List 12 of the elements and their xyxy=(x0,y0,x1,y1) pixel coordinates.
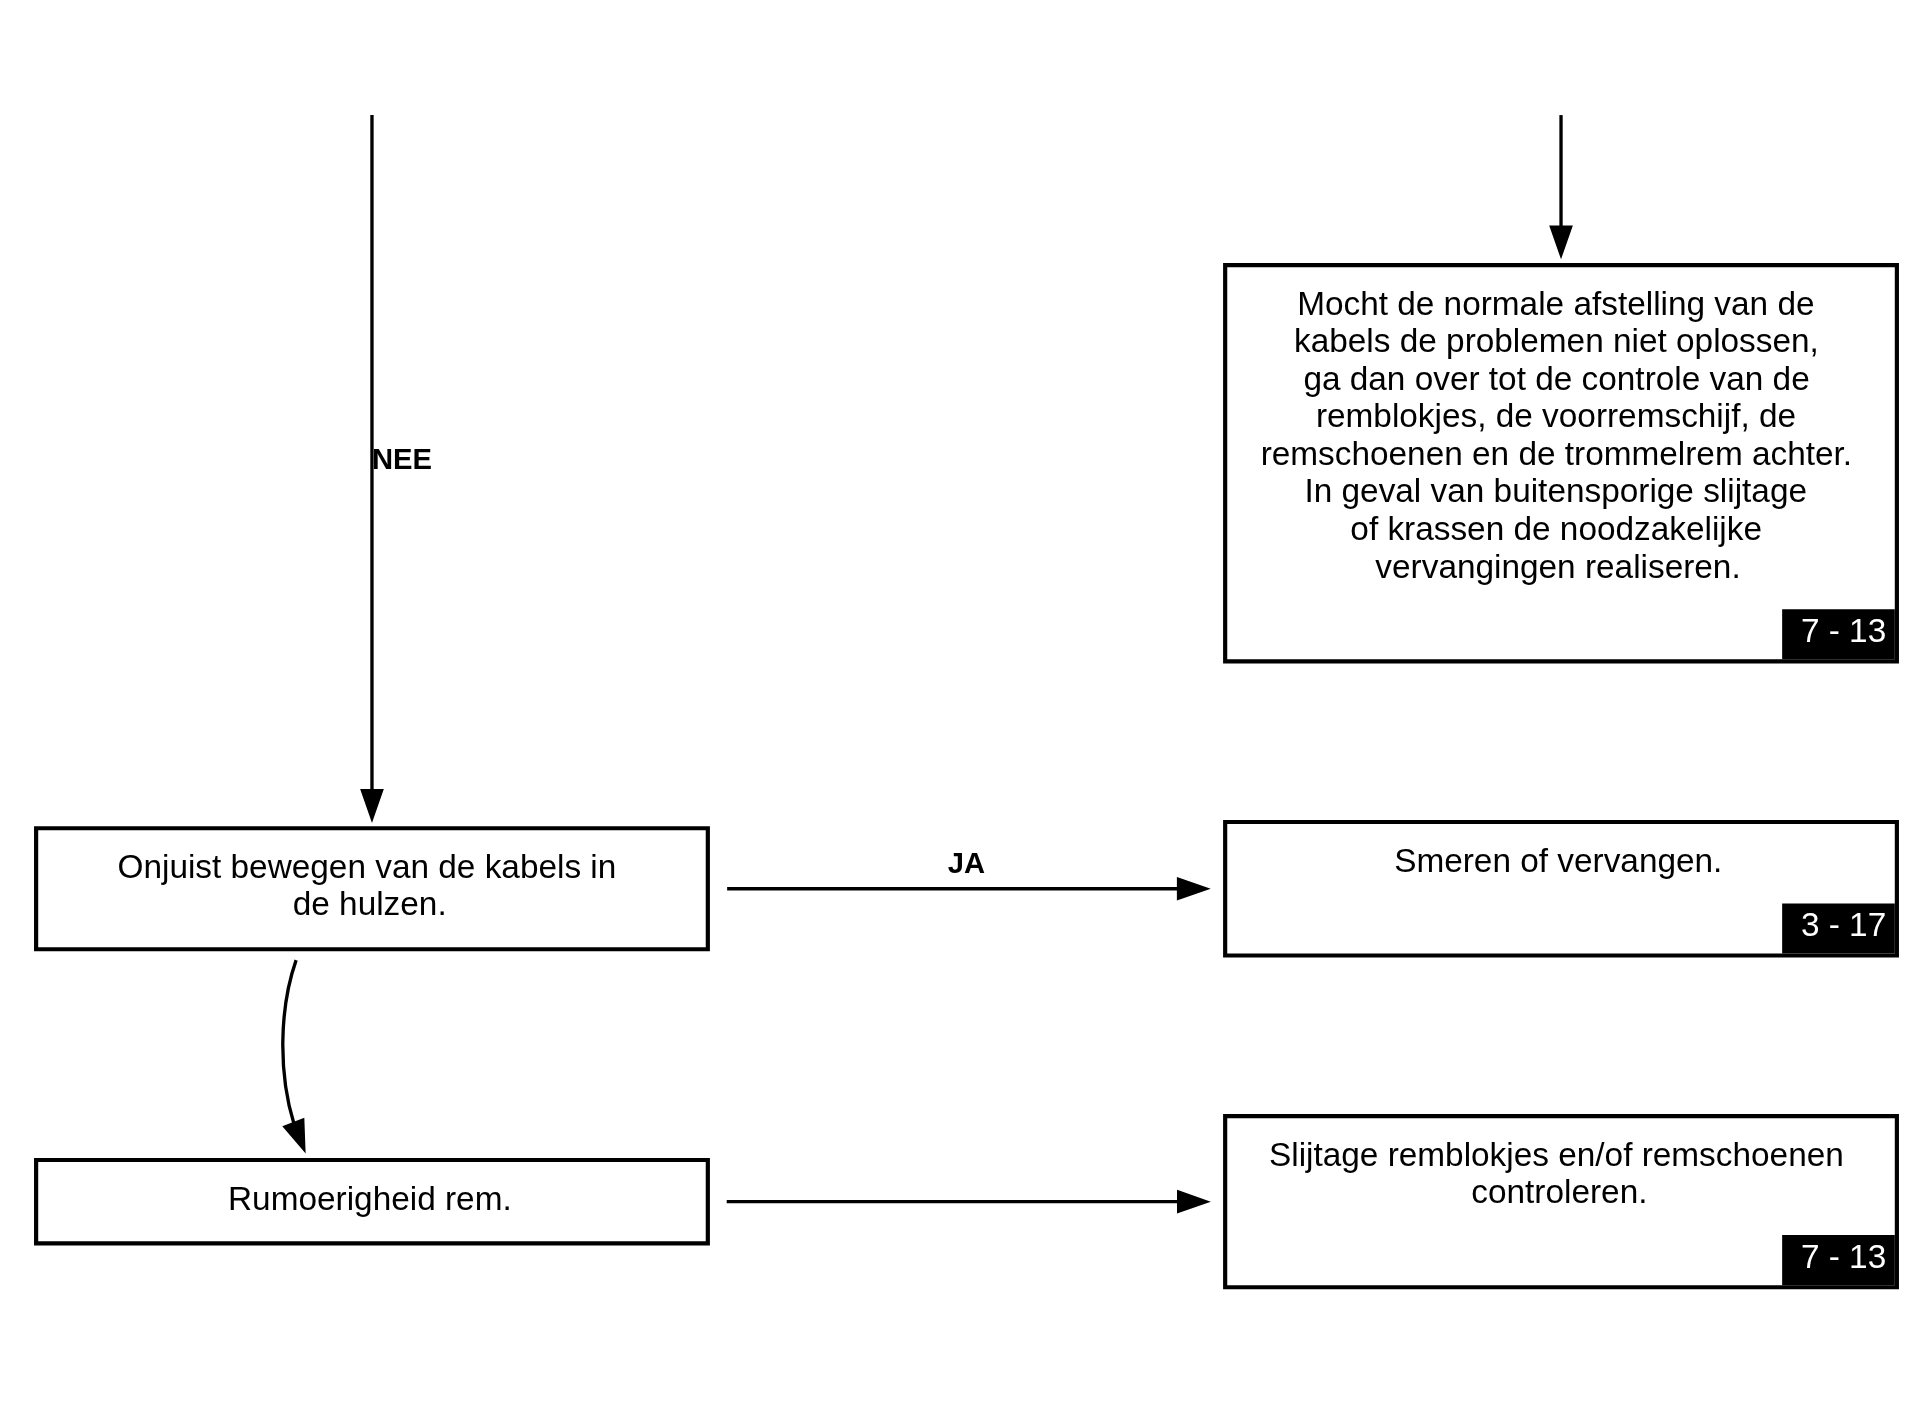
arrow xyxy=(1548,115,1573,260)
arrow xyxy=(359,115,384,823)
arrow xyxy=(280,959,306,1154)
node-box: Rumoerigheid rem. xyxy=(33,1157,710,1246)
node-box: Slijtage remblokjes en/of remschoenen controleren. 7 - 13 xyxy=(1222,1114,1899,1290)
edge-label: JA xyxy=(947,846,985,879)
arrow xyxy=(726,876,1211,901)
node-box: Onjuist bewegen van de kabels in de hulzen. xyxy=(33,826,710,952)
arrow xyxy=(726,1189,1211,1214)
edge-label: NEE xyxy=(371,442,432,475)
node-box: Mocht de normale afstelling van de kabels de problemen niet oplossen, ga dan over tot de controle van de remblokjes, de voorremschijf, de remschoenen en de trommelrem achter. In geval van buitensporige slijtage of krassen de noodzakelijke vervangingen realiseren. 7 - 13 xyxy=(1222,262,1899,664)
node-box: Smeren of vervangen. 3 - 17 xyxy=(1222,819,1899,958)
